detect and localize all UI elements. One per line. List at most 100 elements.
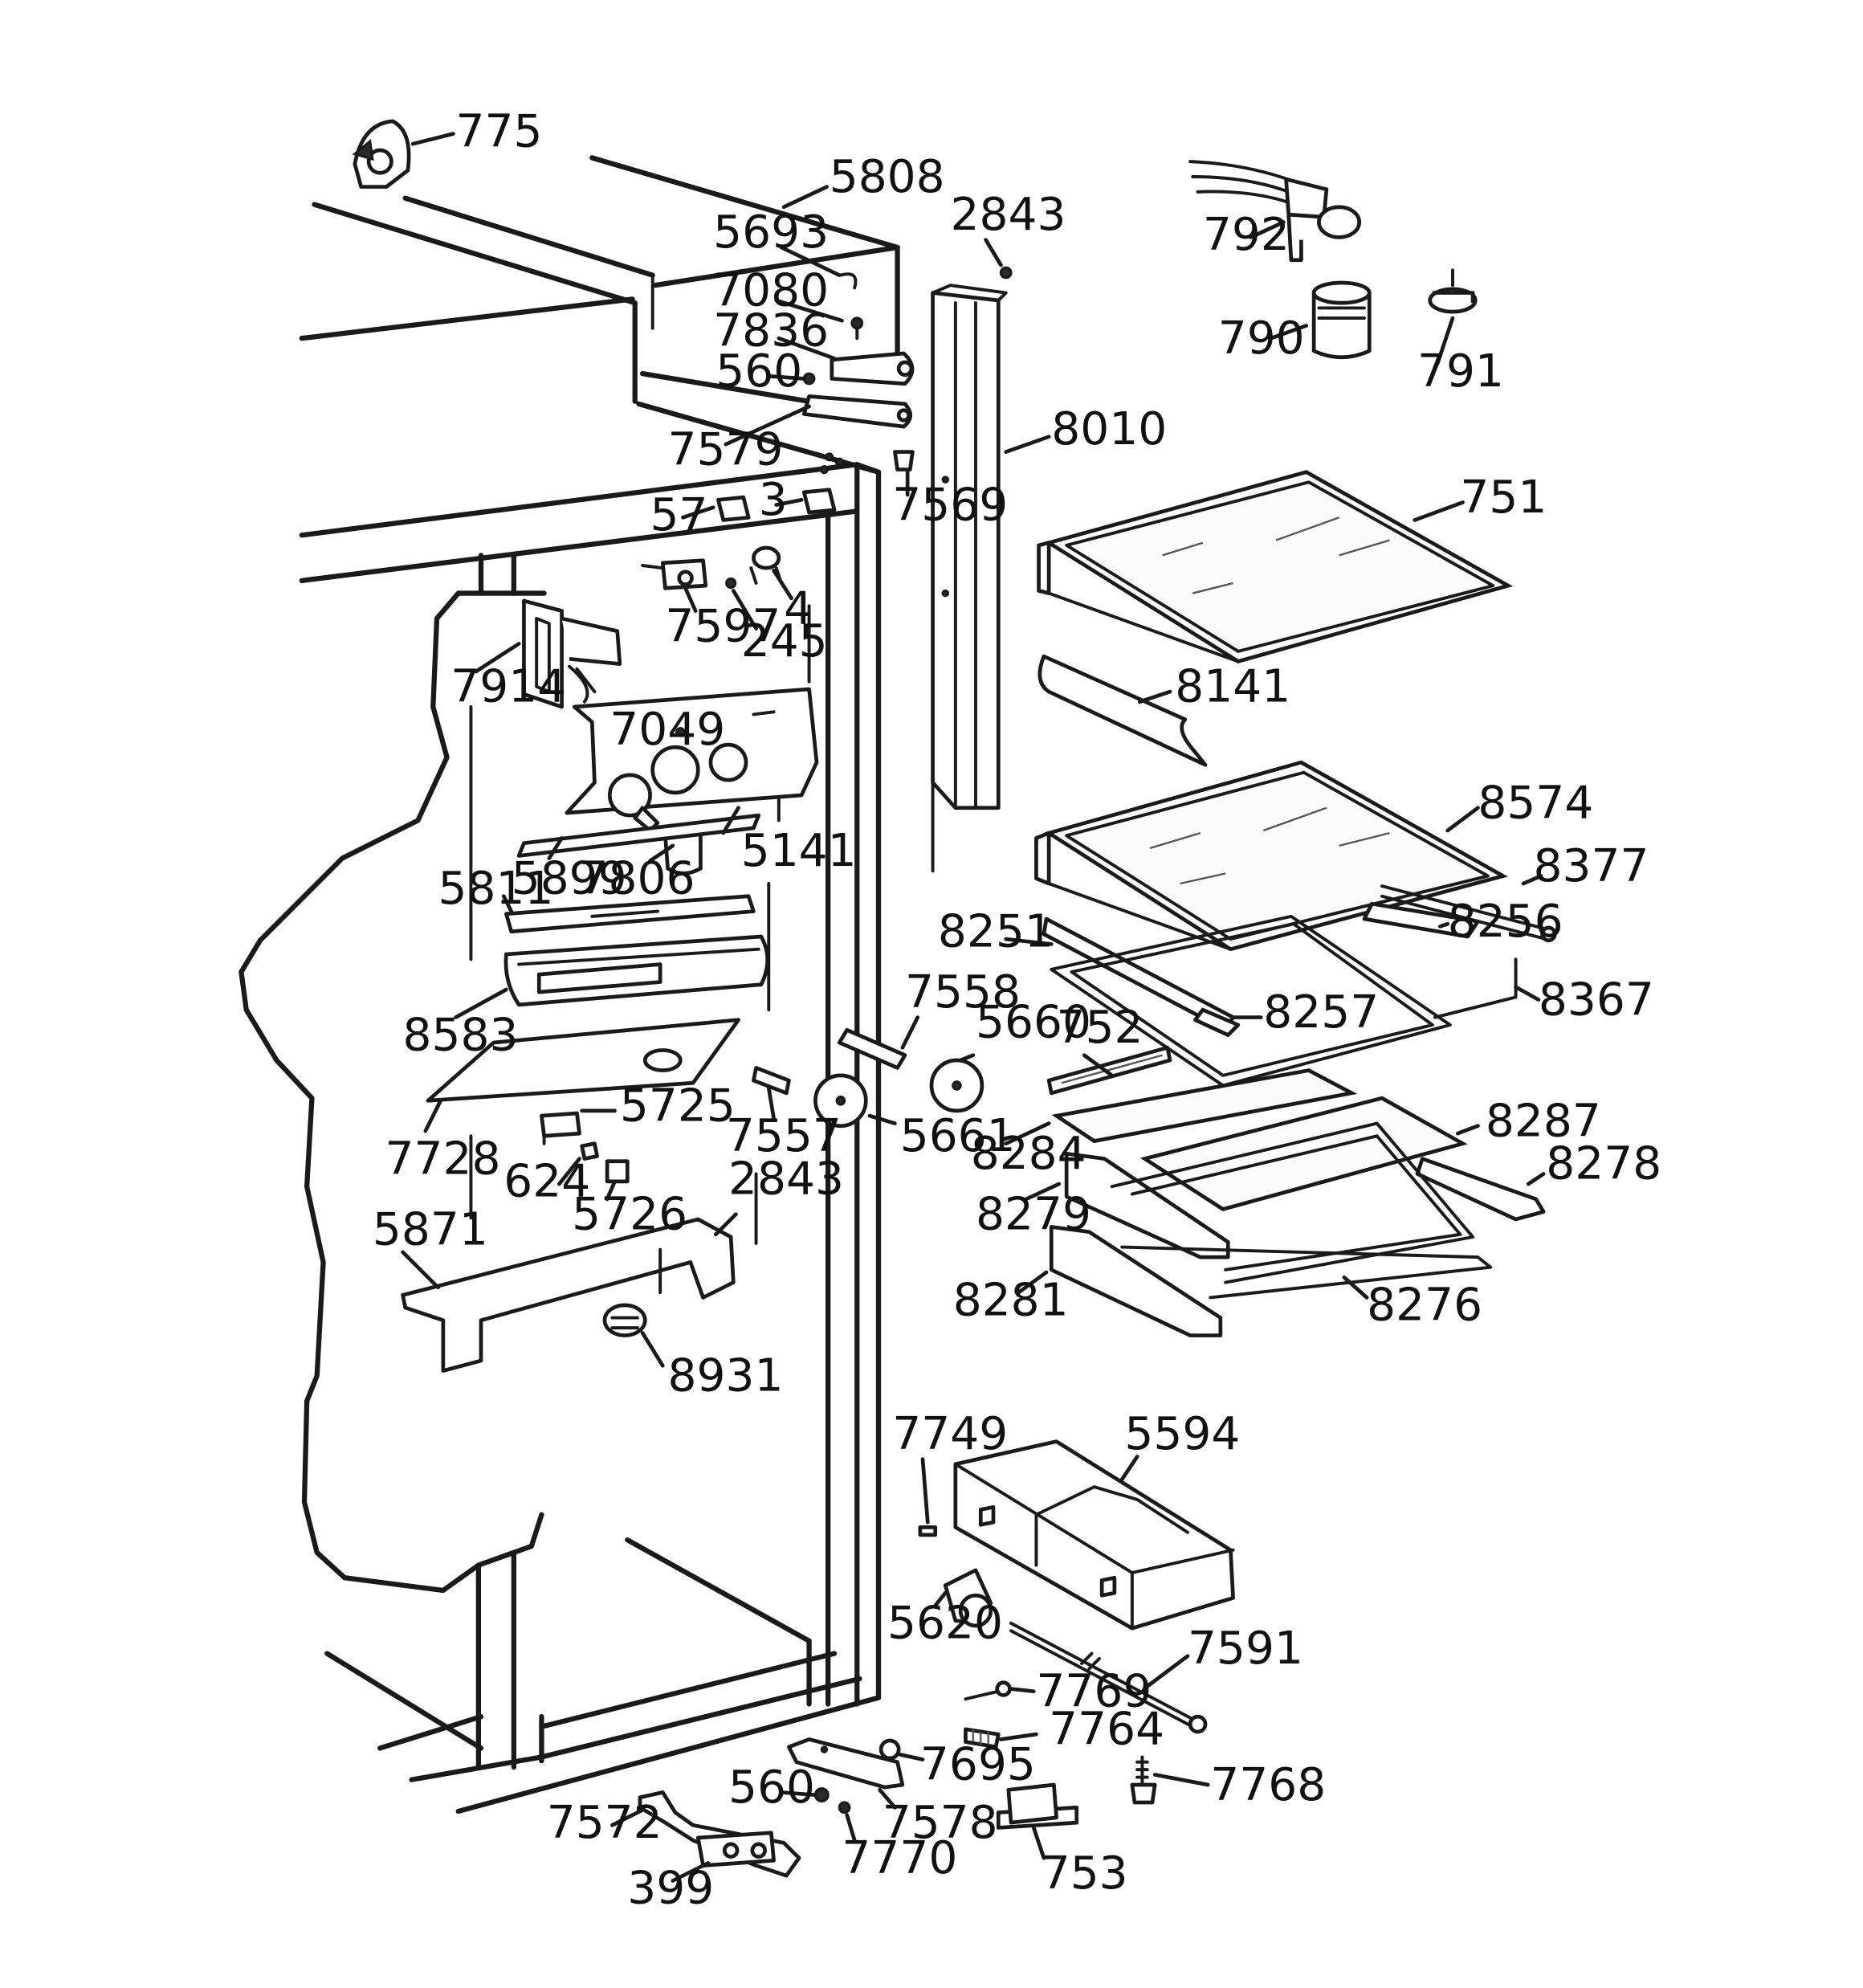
callout-5899: 5899 [512,852,627,905]
callout-8257: 8257 [1263,986,1379,1039]
part-7749-pin [918,1525,938,1537]
callout-791: 791 [1417,345,1504,398]
part-7768-leveler [1130,1755,1157,1805]
part-792-water-valve [1188,160,1362,263]
callout-7769: 7769 [1036,1665,1152,1718]
part-7578-hinge-plate [787,1737,905,1790]
callout-7806: 7806 [580,852,695,905]
part-5726-block [605,1159,630,1184]
callout-5620: 5620 [887,1597,1003,1650]
callout-5811: 5811 [438,862,554,915]
part-7597-thermostat [641,558,708,590]
part-8256-rail [1362,901,1480,939]
part-8574-glass-shelf [1034,760,1509,952]
callout-792: 792 [1203,208,1290,261]
part-4-clip [749,545,783,585]
callout-7597: 7597 [665,599,781,652]
part-7764-spring [964,1727,1001,1749]
part-791-filter-cap [1428,268,1478,314]
part-8141-trim [1037,654,1208,767]
callout-753: 753 [1042,1847,1128,1900]
part-7695-bushing [879,1738,901,1761]
part-775-hinge-cover [352,119,411,189]
callout-7080: 7080 [713,263,829,316]
part-3-switch [801,488,837,515]
part-399-hinge [695,1831,776,1868]
callout-7569: 7569 [892,478,1008,531]
part-2843-screw-upper [999,266,1013,280]
part-245-screw [725,577,737,590]
callout-560-lower: 560 [728,1761,815,1814]
part-7914-ice-dispenser-switch [522,598,622,709]
callout-8281: 8281 [953,1273,1069,1326]
callout-3: 3 [759,473,788,526]
callout-8367: 8367 [1539,973,1654,1026]
callout-5141: 5141 [741,824,857,877]
callout-775: 775 [456,104,543,157]
part-8281-frame [1049,1225,1223,1337]
callout-5808: 5808 [830,150,945,203]
part-752-strip [1046,1045,1172,1096]
part-5811-bracket [504,894,756,934]
callout-624: 624 [503,1155,590,1208]
callout-8278: 8278 [1546,1137,1661,1190]
part-7558-roller [837,1027,907,1070]
callout-8931: 8931 [668,1349,784,1402]
callout-5660: 5660 [976,996,1091,1049]
callout-57: 57 [650,488,708,541]
part-7579-hinge-plate [801,394,913,429]
part-7770-screw [838,1801,851,1815]
part-790-filter-canister [1311,280,1372,359]
part-5661-wheel [813,1073,868,1129]
callout-2843-upper: 2843 [951,188,1066,241]
callout-7558: 7558 [905,965,1021,1018]
callout-8256: 8256 [1448,895,1563,948]
part-5660-wheel [929,1058,984,1113]
callout-790: 790 [1218,312,1305,365]
callout-7770: 7770 [842,1831,957,1884]
part-753-motor-mount [996,1782,1079,1830]
callout-7557: 7557 [726,1109,842,1162]
part-7569-bushing [893,450,915,471]
callout-7049: 7049 [609,703,725,756]
callout-labels: 775 5808 5693 7080 7836 560 7579 7569 28… [373,104,1661,1914]
callout-8251: 8251 [938,905,1054,958]
part-7836-hinge-upper [830,351,915,386]
callout-7768: 7768 [1210,1758,1326,1811]
part-751-glass-shelf [1037,470,1514,663]
callout-7836: 7836 [713,304,829,357]
callout-8287: 8287 [1486,1094,1601,1147]
callout-5594: 5594 [1124,1407,1240,1460]
callout-7591: 7591 [1188,1622,1303,1675]
part-7769-pin [964,1680,1012,1701]
leader-lines [401,132,1546,1883]
part-7728-air-diffuser [426,1018,740,1103]
part-560-screw-lower [813,1787,830,1802]
part-5899-light-shield [516,813,761,858]
part-8278-rail [1415,1157,1546,1222]
callout-5725: 5725 [620,1079,736,1132]
callout-5661: 5661 [900,1109,1016,1162]
part-8931-socket [602,1303,647,1337]
callout-8377: 8377 [1534,839,1649,892]
callout-752: 752 [1057,1001,1143,1054]
part-8010-mullion [931,284,1008,873]
part-8257-rail [1193,1007,1241,1037]
callout-4: 4 [784,582,813,635]
part-5594-housing [953,1439,1235,1631]
callout-7578: 7578 [883,1796,998,1849]
part-7080-screw [850,316,864,341]
callout-399: 399 [627,1862,714,1915]
callout-5726: 5726 [572,1188,687,1241]
callout-7749: 7749 [892,1407,1008,1460]
part-8284-glass-panel [1051,1068,1358,1144]
callout-8276: 8276 [1367,1279,1482,1332]
callout-8574: 8574 [1478,776,1593,829]
callout-7572: 7572 [547,1796,662,1849]
callout-2843-lower: 2843 [728,1153,844,1206]
part-8583-control-panel [503,934,769,1007]
callout-8279: 8279 [976,1188,1091,1241]
callout-8010: 8010 [1051,402,1167,455]
part-7557-roller [752,1066,791,1096]
